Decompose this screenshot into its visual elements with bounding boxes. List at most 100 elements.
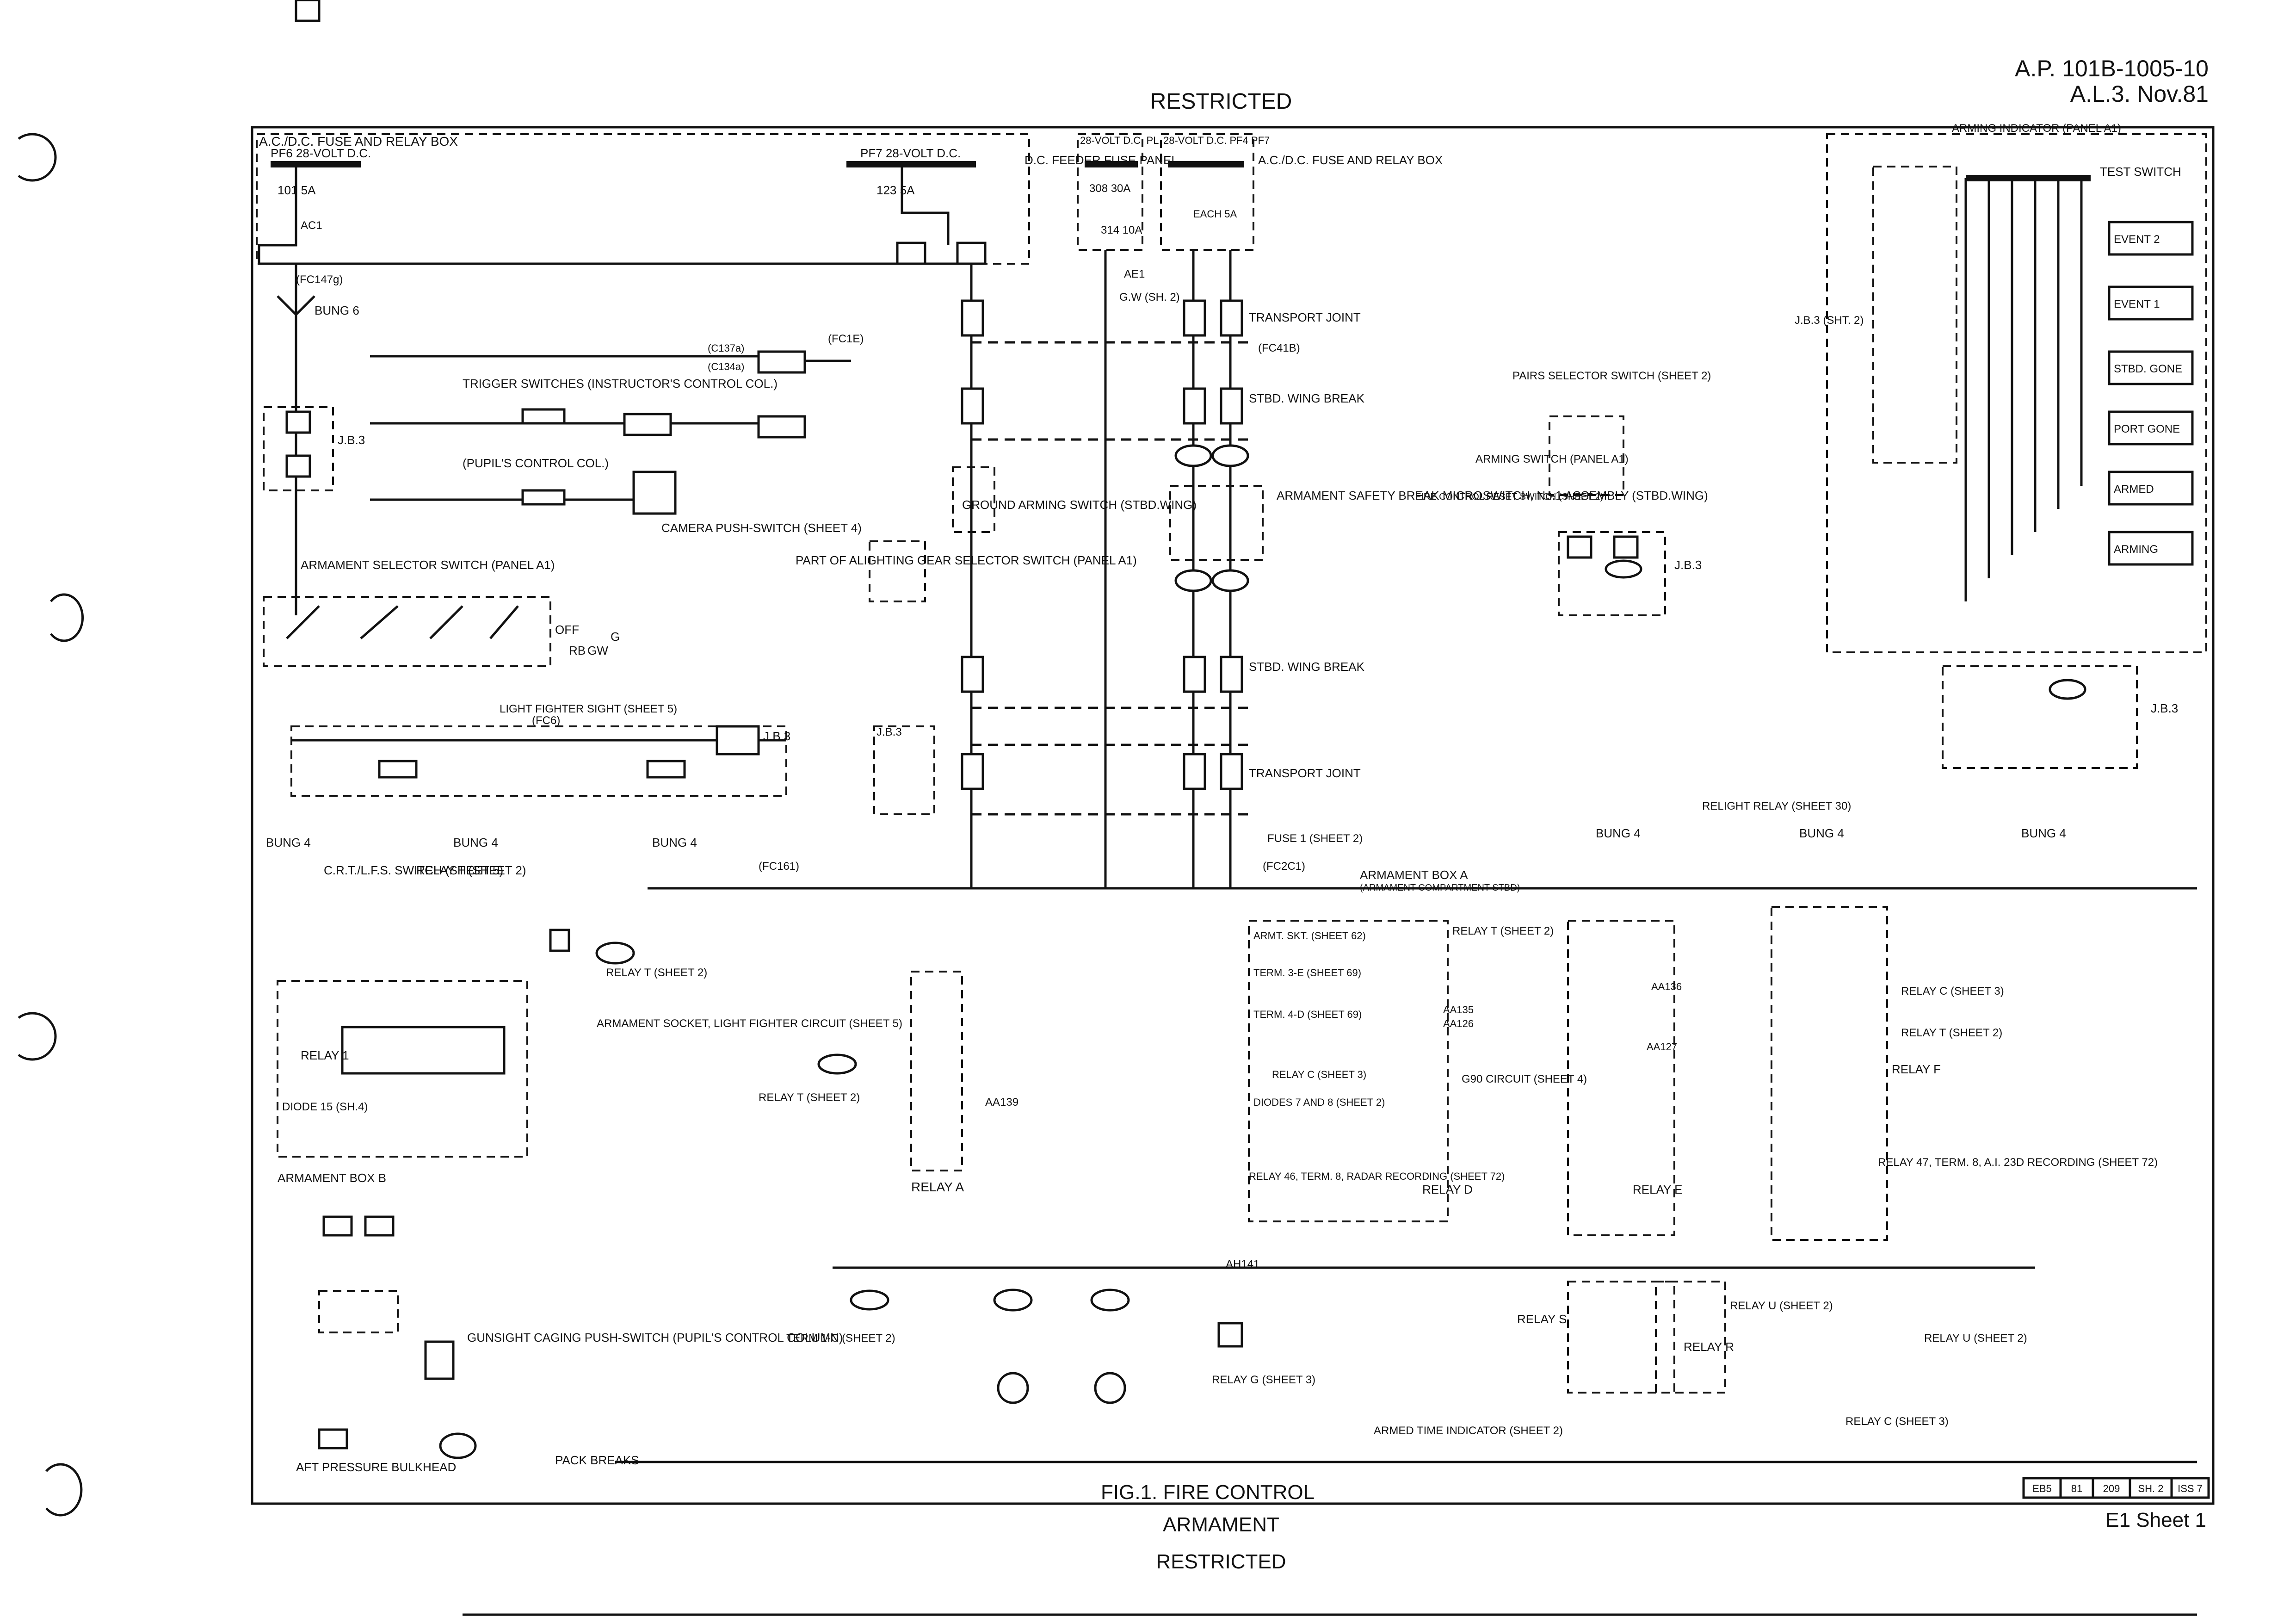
bung-6-left-label: BUNG 6	[315, 304, 359, 317]
relay-c-f-label: RELAY C (SHEET 3)	[1901, 985, 2004, 997]
gunsight-label: GUNSIGHT CAGING PUSH-SWITCH (PUPIL'S CON…	[467, 1331, 843, 1344]
wire-aa136: AA136	[1651, 981, 1682, 992]
connector-3c	[817, 1053, 857, 1075]
wire-ae1-label: AE1	[1124, 268, 1145, 280]
lamp-port-gone-label: PORT GONE	[2114, 423, 2180, 435]
code-cell-4: SH. 2	[2138, 1483, 2163, 1494]
armament-selector-box	[263, 596, 551, 667]
jb3-centre	[873, 725, 935, 815]
relay-a	[910, 971, 963, 1171]
test-switch-label: TEST SWITCH	[2100, 165, 2181, 179]
jb3-left-label: J.B.3	[338, 433, 365, 447]
dc-feeder-box	[1077, 133, 1143, 251]
code-cell-5: ISS 7	[2178, 1483, 2203, 1494]
aa111-terminal	[1174, 569, 1212, 592]
amendment-line: A.L.3. Nov.81	[2070, 81, 2209, 107]
armament-box-a-label: ARMAMENT BOX A	[1360, 868, 1468, 882]
relay-d-label: RELAY D	[1422, 1183, 1473, 1196]
relay-t-f-label: RELAY T (SHEET 2)	[1901, 1027, 2002, 1039]
indicator-bus-lines	[1964, 178, 2083, 601]
lamp-event2	[2108, 221, 2194, 256]
tbc5-lower	[318, 1290, 399, 1333]
pf6-label: PF6 28-VOLT D.C.	[271, 146, 371, 160]
relay-d-box	[1248, 920, 1449, 1222]
jb3-far-right	[1942, 665, 2138, 769]
tbc3-aa112	[623, 413, 672, 436]
lamp-event1	[2108, 285, 2194, 321]
aa112-terminal	[646, 760, 686, 779]
armament-socket-label: ARMAMENT SOCKET, LIGHT FIGHTER CIRCUIT (…	[597, 1017, 902, 1030]
selector-pos-gw: GW	[587, 644, 608, 657]
light-fighter-label: LIGHT FIGHTER SIGHT (SHEET 5)	[500, 703, 677, 715]
armed-time-label: ARMED TIME INDICATOR (SHEET 2)	[1374, 1425, 1563, 1437]
fig-title: FIG.1. FIRE CONTROL	[1101, 1481, 1315, 1504]
wire-ac1-label: AC1	[301, 219, 322, 232]
ae211-terminal	[1211, 569, 1249, 592]
code-cell-2: 81	[2071, 1483, 2082, 1494]
binder-hole-4	[45, 1463, 83, 1517]
ground-e22-b	[997, 1372, 1029, 1404]
lamp-arming	[2108, 531, 2194, 566]
armament-box-a-sub: (ARMAMENT COMPARTMENT STBD)	[1360, 883, 1520, 893]
jb3-sht2-label: J.B.3 (SHT. 2)	[1795, 314, 1864, 327]
terminal-G	[896, 242, 926, 265]
pf7-label: PF7 28-VOLT D.C.	[860, 146, 961, 160]
arming-indicator-label: ARMING INDICATOR (PANEL A1)	[1952, 122, 2121, 135]
swb2-aa111	[1183, 656, 1206, 693]
tj-ge1	[961, 299, 984, 337]
jb3-mid-terminal	[716, 725, 760, 756]
arming-switch-box	[1549, 415, 1624, 496]
ground-arming-label: GROUND ARMING SWITCH (STBD.WING)	[962, 498, 1197, 512]
cable-fc2c: (FC2C1)	[1263, 860, 1305, 873]
stbd-wing-break-top-label: STBD. WING BREAK	[1249, 391, 1365, 405]
lamp-stbd-gone-label: STBD. GONE	[2114, 363, 2182, 375]
tbc5-aa121	[757, 350, 806, 374]
transport-joint-low-label: TRANSPORT JOINT	[1249, 766, 1361, 780]
bung-4-right2-label: BUNG 4	[1799, 826, 1844, 840]
ground-e22-c	[1094, 1372, 1126, 1404]
relay-u-right-label: RELAY U (SHEET 2)	[1924, 1332, 2027, 1344]
fire-control-reset-label: FIRE CONTROL RESET SWITCH (SHEET 2)	[1415, 492, 1603, 502]
armament-box-b	[277, 980, 528, 1158]
relay-t-a-label: RELAY T (SHEET 2)	[759, 1091, 860, 1104]
cable-fc1e: (FC1E)	[828, 333, 864, 345]
connector-4b	[595, 942, 635, 965]
bung-4-right-label: BUNG 4	[2021, 826, 2066, 840]
pf7-feed-wire	[901, 167, 950, 245]
ac1-link-wire	[258, 167, 987, 265]
relay-1-coil	[341, 1026, 506, 1075]
binder-hole-3	[18, 1012, 57, 1061]
safety-break-box	[1169, 485, 1264, 561]
jb3-left-terminal-l	[285, 410, 311, 434]
selector-contacts	[286, 605, 519, 639]
term-3e-label: TERM. 3-E (SHEET 69)	[1253, 967, 1361, 979]
acdc-fuse-box-left-label: A.C./D.C. FUSE AND RELAY BOX	[259, 134, 458, 149]
diode-15-label: DIODE 15 (SH.4)	[282, 1101, 368, 1113]
cable-fc41b: (FC41B)	[1258, 342, 1300, 354]
tj2-ae211	[1220, 753, 1243, 790]
code-cell-3: 209	[2103, 1483, 2120, 1494]
connector-4a	[850, 1289, 889, 1311]
pupil-col-label: (PUPIL'S CONTROL COL.)	[463, 456, 609, 470]
transport-joint-top-label: TRANSPORT JOINT	[1249, 310, 1361, 324]
swb2-ge111	[961, 656, 984, 693]
relay-47-label: RELAY 47, TERM. 8, A.I. 23D RECORDING (S…	[1878, 1156, 2158, 1169]
tj2-ge111	[961, 753, 984, 790]
jb3-right	[1558, 531, 1666, 616]
relay-a-label: RELAY A	[911, 1180, 964, 1194]
jb3-left	[263, 406, 334, 491]
jb3-mid-label: J.B.3	[763, 729, 790, 743]
lamp-event1-label: EVENT 1	[2114, 298, 2160, 310]
ae2-terminal	[1211, 444, 1249, 467]
ac111-terminal	[378, 760, 418, 779]
cable-fc147g: (FC147g)	[296, 273, 343, 286]
relay-t-1-label: RELAY T (SHEET 2)	[606, 966, 707, 979]
jb3-centre-label: J.B.3	[876, 726, 902, 738]
binder-hole-2	[50, 593, 84, 642]
jb3-sht2-box	[1872, 166, 1957, 464]
relay-c-d-label: RELAY C (SHEET 3)	[1272, 1069, 1366, 1080]
jb3-left-terminal-a	[285, 454, 311, 478]
stbd-wing-break-low-label: STBD. WING BREAK	[1249, 660, 1365, 674]
pl-28v-label: 28-VOLT D.C. PL	[1080, 135, 1159, 146]
alighting-gear-switch	[869, 540, 926, 602]
